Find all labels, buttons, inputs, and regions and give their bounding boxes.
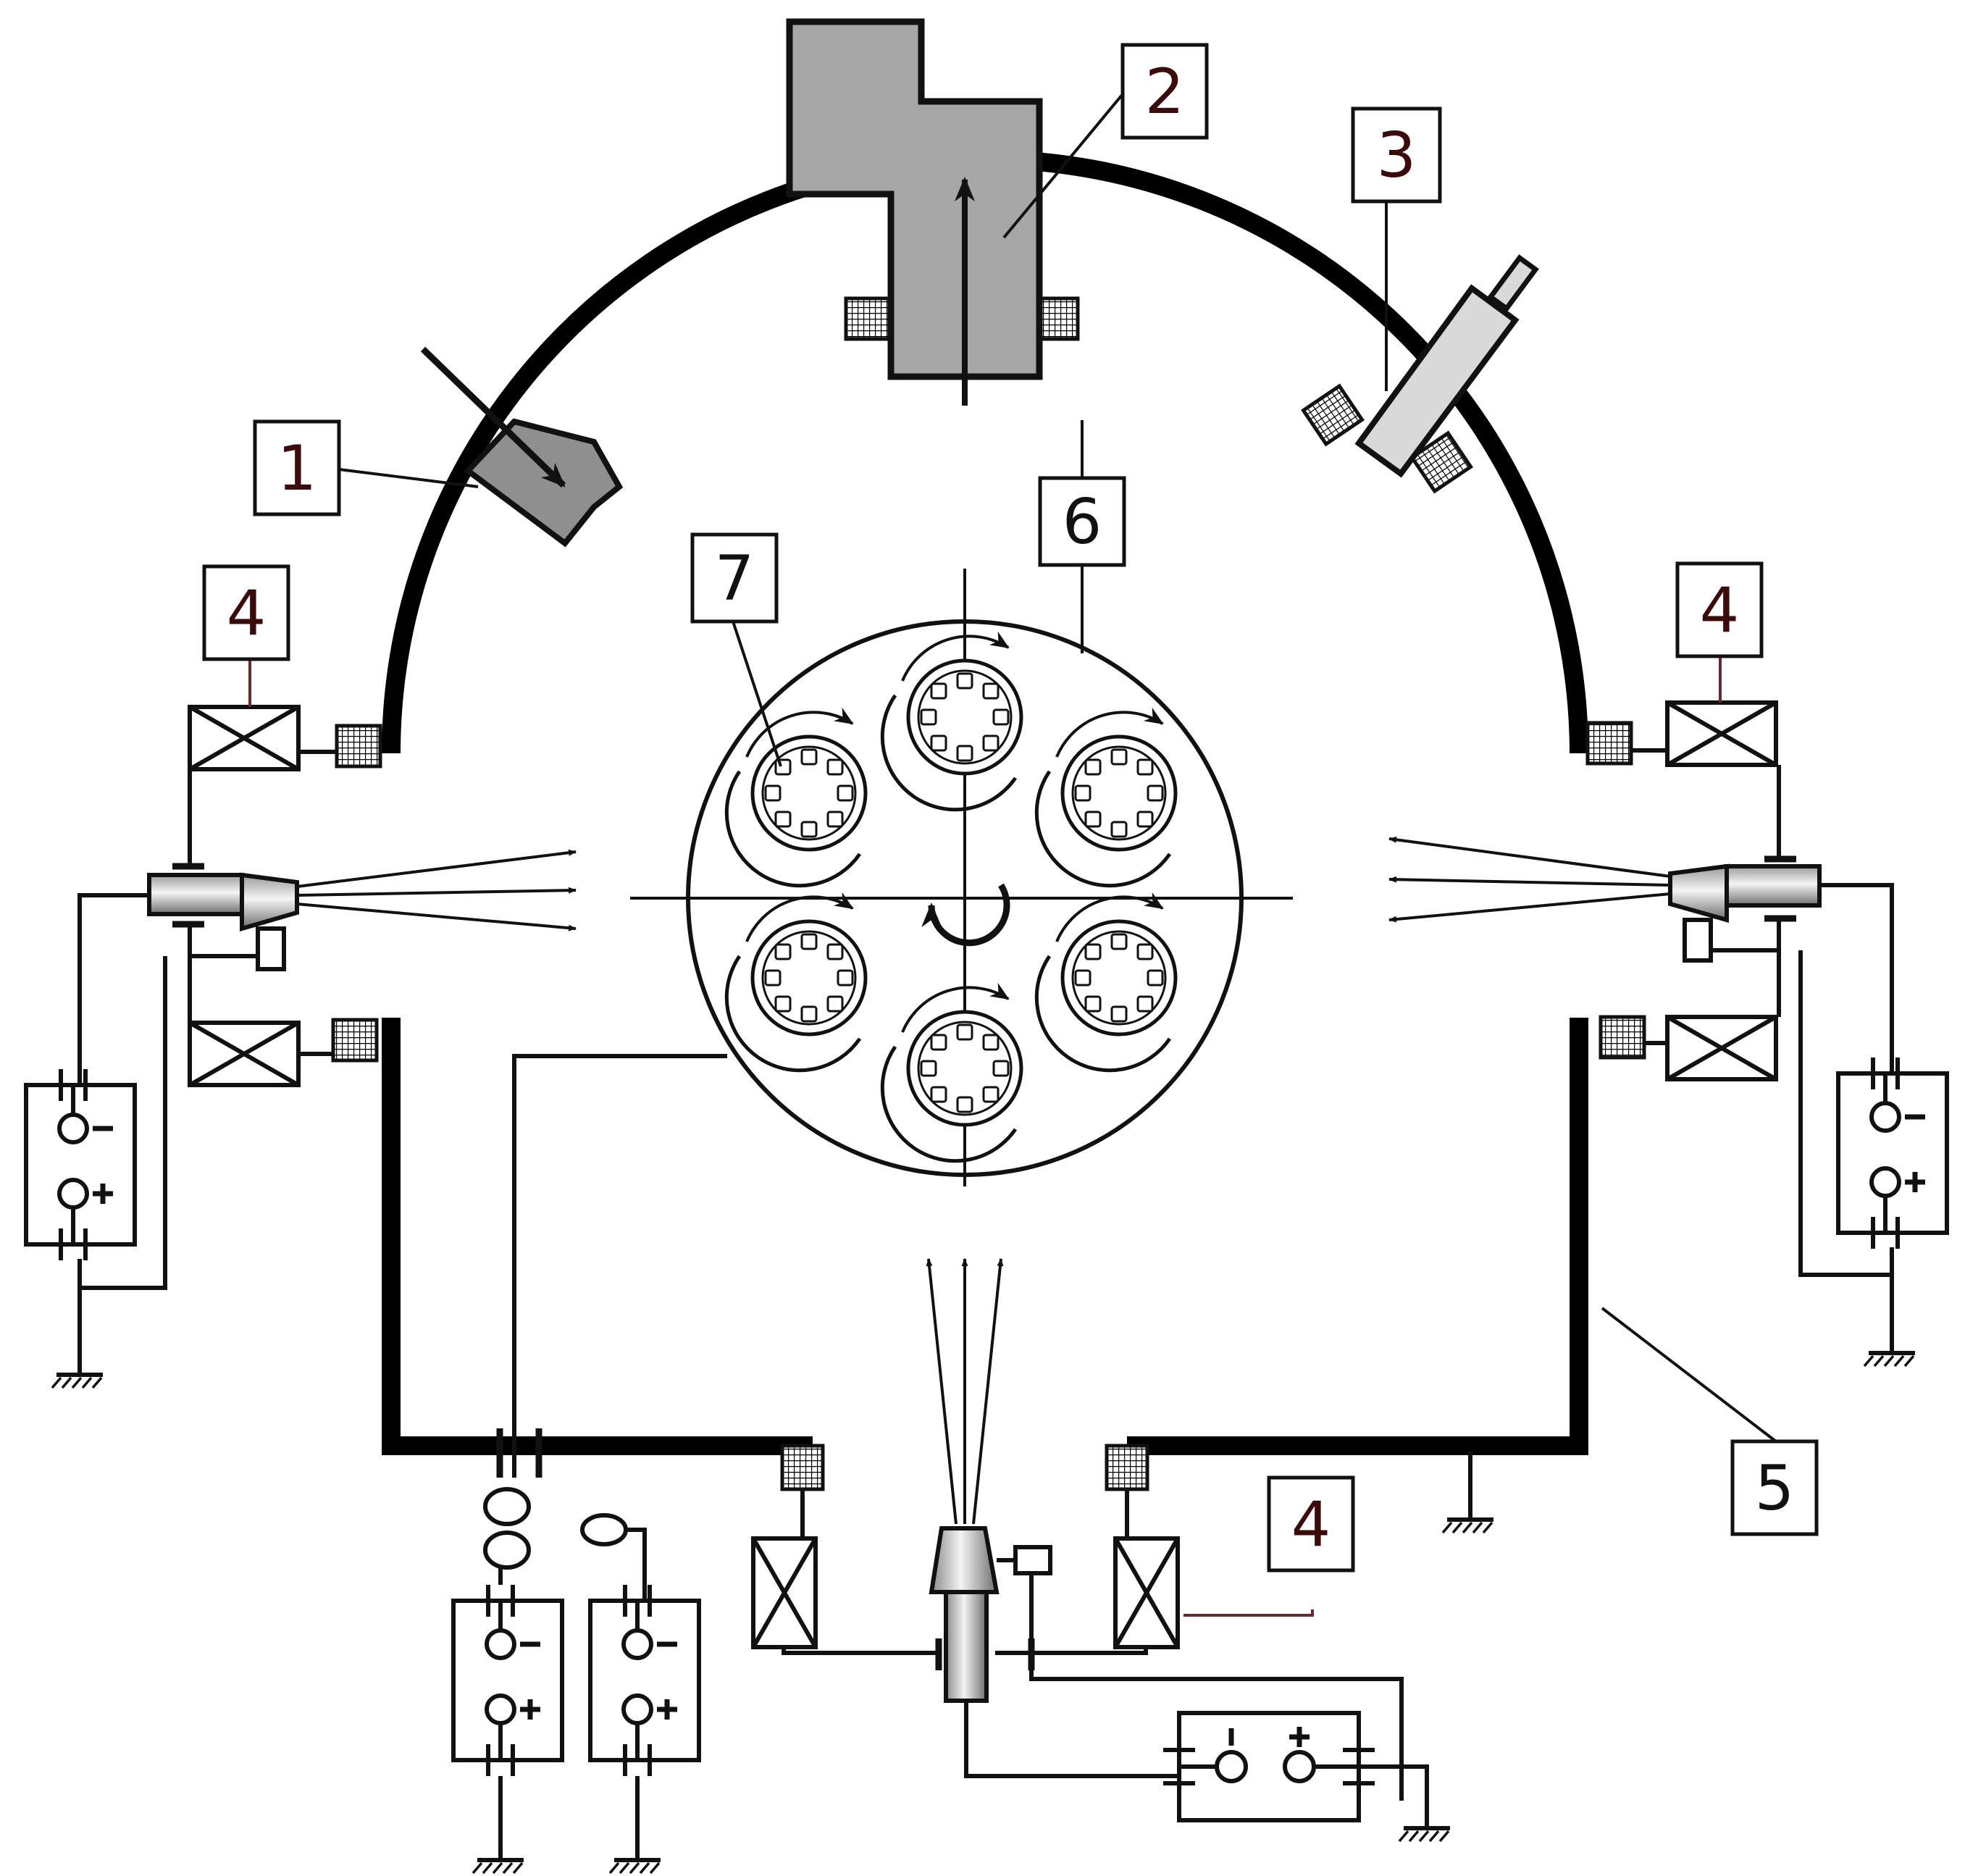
label-2: 2	[1120, 43, 1209, 140]
svg-text:4: 4	[1291, 1488, 1331, 1561]
ground-icon	[473, 1833, 524, 1873]
coil-icon	[1667, 703, 1776, 765]
label-7: 7	[690, 532, 779, 624]
label-4-bottom: 4	[1267, 1475, 1355, 1573]
rotating-table	[630, 569, 1293, 1186]
svg-text:5: 5	[1755, 1452, 1795, 1525]
coil-icon	[1115, 1538, 1178, 1647]
coil-icon	[190, 1023, 298, 1085]
vacuum-gauge	[1301, 254, 1539, 494]
coil-icon	[190, 707, 298, 769]
label-3: 3	[1351, 106, 1442, 204]
power-supply-icon	[453, 1585, 562, 1776]
svg-text:4: 4	[1700, 574, 1740, 647]
mesh-insulator-icon	[844, 296, 892, 341]
power-supply-icon	[26, 1069, 135, 1260]
ground-icon	[1443, 1492, 1493, 1533]
ground-icon	[52, 1347, 103, 1388]
coil-icon	[753, 1538, 816, 1647]
mesh-insulator-icon	[1409, 430, 1473, 494]
label-4-right: 4	[1675, 561, 1764, 658]
power-supply-icon	[1838, 1058, 1947, 1249]
svg-text:1: 1	[277, 432, 317, 505]
power-supply-icon	[590, 1585, 699, 1776]
label-1: 1	[253, 419, 341, 516]
svg-text:6: 6	[1063, 486, 1102, 558]
leader-lines	[248, 93, 1777, 1617]
mesh-insulator-icon	[1105, 1444, 1149, 1491]
mesh-insulator-icon	[331, 1018, 379, 1063]
label-5: 5	[1730, 1439, 1819, 1536]
bias-feedthrough	[483, 1054, 727, 1601]
bottom-arc-source	[753, 1258, 1404, 1801]
mesh-insulator-icon	[1301, 383, 1365, 447]
left-arc-source	[77, 707, 577, 1290]
pump-port	[786, 18, 1043, 380]
svg-text:3: 3	[1377, 120, 1417, 192]
mesh-insulator-icon	[780, 1444, 825, 1491]
gas-inlet	[420, 346, 624, 548]
power-supply-icon	[1163, 1711, 1375, 1822]
label-4-left: 4	[202, 564, 290, 661]
svg-text:4: 4	[227, 577, 267, 650]
mesh-insulator-icon	[1585, 721, 1633, 766]
ground-icon	[610, 1833, 661, 1873]
coil-icon	[1667, 1017, 1776, 1079]
right-arc-source	[1388, 703, 1894, 1277]
mesh-insulator-icon	[1599, 1015, 1646, 1060]
rotation-arrow-icon	[921, 883, 1010, 947]
ground-icon	[1399, 1801, 1450, 1841]
label-6: 6	[1038, 476, 1126, 567]
svg-text:2: 2	[1145, 56, 1185, 128]
svg-text:7: 7	[715, 543, 755, 615]
ground-icon	[1864, 1326, 1915, 1366]
mesh-insulator-icon	[335, 724, 382, 769]
